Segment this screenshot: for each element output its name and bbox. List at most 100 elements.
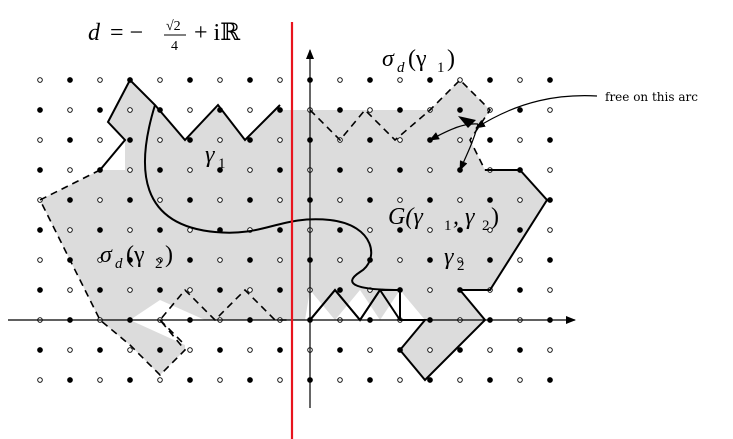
annotation-text: free on this arc — [605, 90, 698, 104]
lattice-dot — [187, 377, 193, 383]
lattice-dot — [187, 197, 193, 203]
lattice-dot — [217, 167, 223, 173]
gamma2-subscript: 2 — [457, 258, 465, 274]
lattice-dot — [67, 227, 73, 233]
lattice-dot — [97, 347, 103, 353]
line-eq-lhs: d — [88, 20, 101, 46]
G-close: ) — [491, 204, 499, 230]
lattice-dot — [337, 347, 343, 353]
lattice-dot — [277, 167, 283, 173]
lattice-dot — [187, 287, 193, 293]
lattice-dot — [397, 77, 403, 83]
lattice-dot — [67, 287, 73, 293]
lattice-dot — [67, 197, 73, 203]
lattice-dot — [187, 137, 193, 143]
lattice-dot — [367, 77, 373, 83]
lattice-dot — [67, 347, 73, 353]
lattice-dot — [547, 137, 553, 143]
lattice-dot — [37, 377, 43, 383]
lattice-dot — [127, 257, 133, 263]
lattice-dot — [547, 287, 553, 293]
lattice-dot — [547, 197, 553, 203]
sigma2-symbol: σ — [100, 242, 113, 268]
lattice-dot — [247, 167, 253, 173]
lattice-dot — [247, 107, 253, 113]
gamma2-symbol: γ — [444, 244, 454, 270]
gamma1-subscript: 1 — [218, 156, 226, 172]
gamma1-symbol: γ — [205, 142, 215, 168]
lattice-dot — [217, 347, 223, 353]
G-sub2: 2 — [482, 218, 490, 234]
lattice-dot — [97, 257, 103, 263]
sigma1-close: ) — [447, 46, 455, 72]
lattice-dot — [547, 167, 553, 173]
lattice-dot — [427, 77, 433, 83]
lattice-dot — [547, 107, 553, 113]
lattice-dot — [157, 77, 163, 83]
lattice-dot — [127, 197, 133, 203]
sigma1-arg-sub: 1 — [437, 60, 445, 76]
lattice-dot — [337, 287, 343, 293]
lattice-dot — [427, 347, 433, 353]
lattice-dot — [37, 347, 43, 353]
lattice-dot — [397, 377, 403, 383]
lattice-dot — [157, 137, 163, 143]
lattice-dot — [457, 257, 463, 263]
lattice-dot — [217, 257, 223, 263]
lattice-dot — [367, 227, 373, 233]
lattice-dot — [487, 137, 493, 143]
lattice-dot — [457, 107, 463, 113]
lattice-dot — [397, 107, 403, 113]
lattice-dot — [337, 107, 343, 113]
lattice-dot — [157, 167, 163, 173]
lattice-dot — [367, 107, 373, 113]
lattice-dot — [277, 287, 283, 293]
sigma2-arg: (γ — [126, 242, 145, 268]
lattice-dot — [217, 377, 223, 383]
lattice-dot — [517, 227, 523, 233]
lattice-dot — [397, 257, 403, 263]
lattice-dot — [37, 77, 43, 83]
lattice-dot — [517, 137, 523, 143]
lattice-dot — [397, 137, 403, 143]
lattice-dot — [97, 377, 103, 383]
lattice-dot — [457, 227, 463, 233]
lattice-dot — [97, 287, 103, 293]
lattice-dot — [157, 287, 163, 293]
lattice-dot — [97, 107, 103, 113]
lattice-dot — [37, 137, 43, 143]
lattice-dot — [97, 137, 103, 143]
lattice-dot — [517, 77, 523, 83]
lattice-dot — [457, 137, 463, 143]
gamma2-path-lower — [309, 288, 401, 322]
lattice-dot — [517, 197, 523, 203]
lattice-dot — [157, 227, 163, 233]
lattice-dot — [157, 347, 163, 353]
lattice-dot — [487, 77, 493, 83]
lattice-dot — [427, 197, 433, 203]
lattice-dot — [337, 167, 343, 173]
lattice-dot — [247, 377, 253, 383]
lattice-dot — [487, 227, 493, 233]
lattice-dot — [547, 77, 553, 83]
gamma1-label: γ 1 — [205, 142, 226, 172]
sigma1-symbol: σ — [382, 46, 395, 72]
lattice-dot — [547, 227, 553, 233]
lattice-dot — [517, 347, 523, 353]
lattice-dot — [127, 287, 133, 293]
lattice-dot — [517, 287, 523, 293]
lattice-dot — [37, 227, 43, 233]
lattice-dot — [67, 137, 73, 143]
lattice-dot — [157, 377, 163, 383]
lattice-dot — [397, 197, 403, 203]
lattice-dot — [127, 227, 133, 233]
lattice-dot — [487, 377, 493, 383]
lattice-dot — [337, 197, 343, 203]
lattice-dot — [247, 347, 253, 353]
line-eq-den: 4 — [171, 39, 178, 54]
lattice-dot — [187, 347, 193, 353]
lattice-dot — [217, 287, 223, 293]
lattice-dot — [517, 257, 523, 263]
